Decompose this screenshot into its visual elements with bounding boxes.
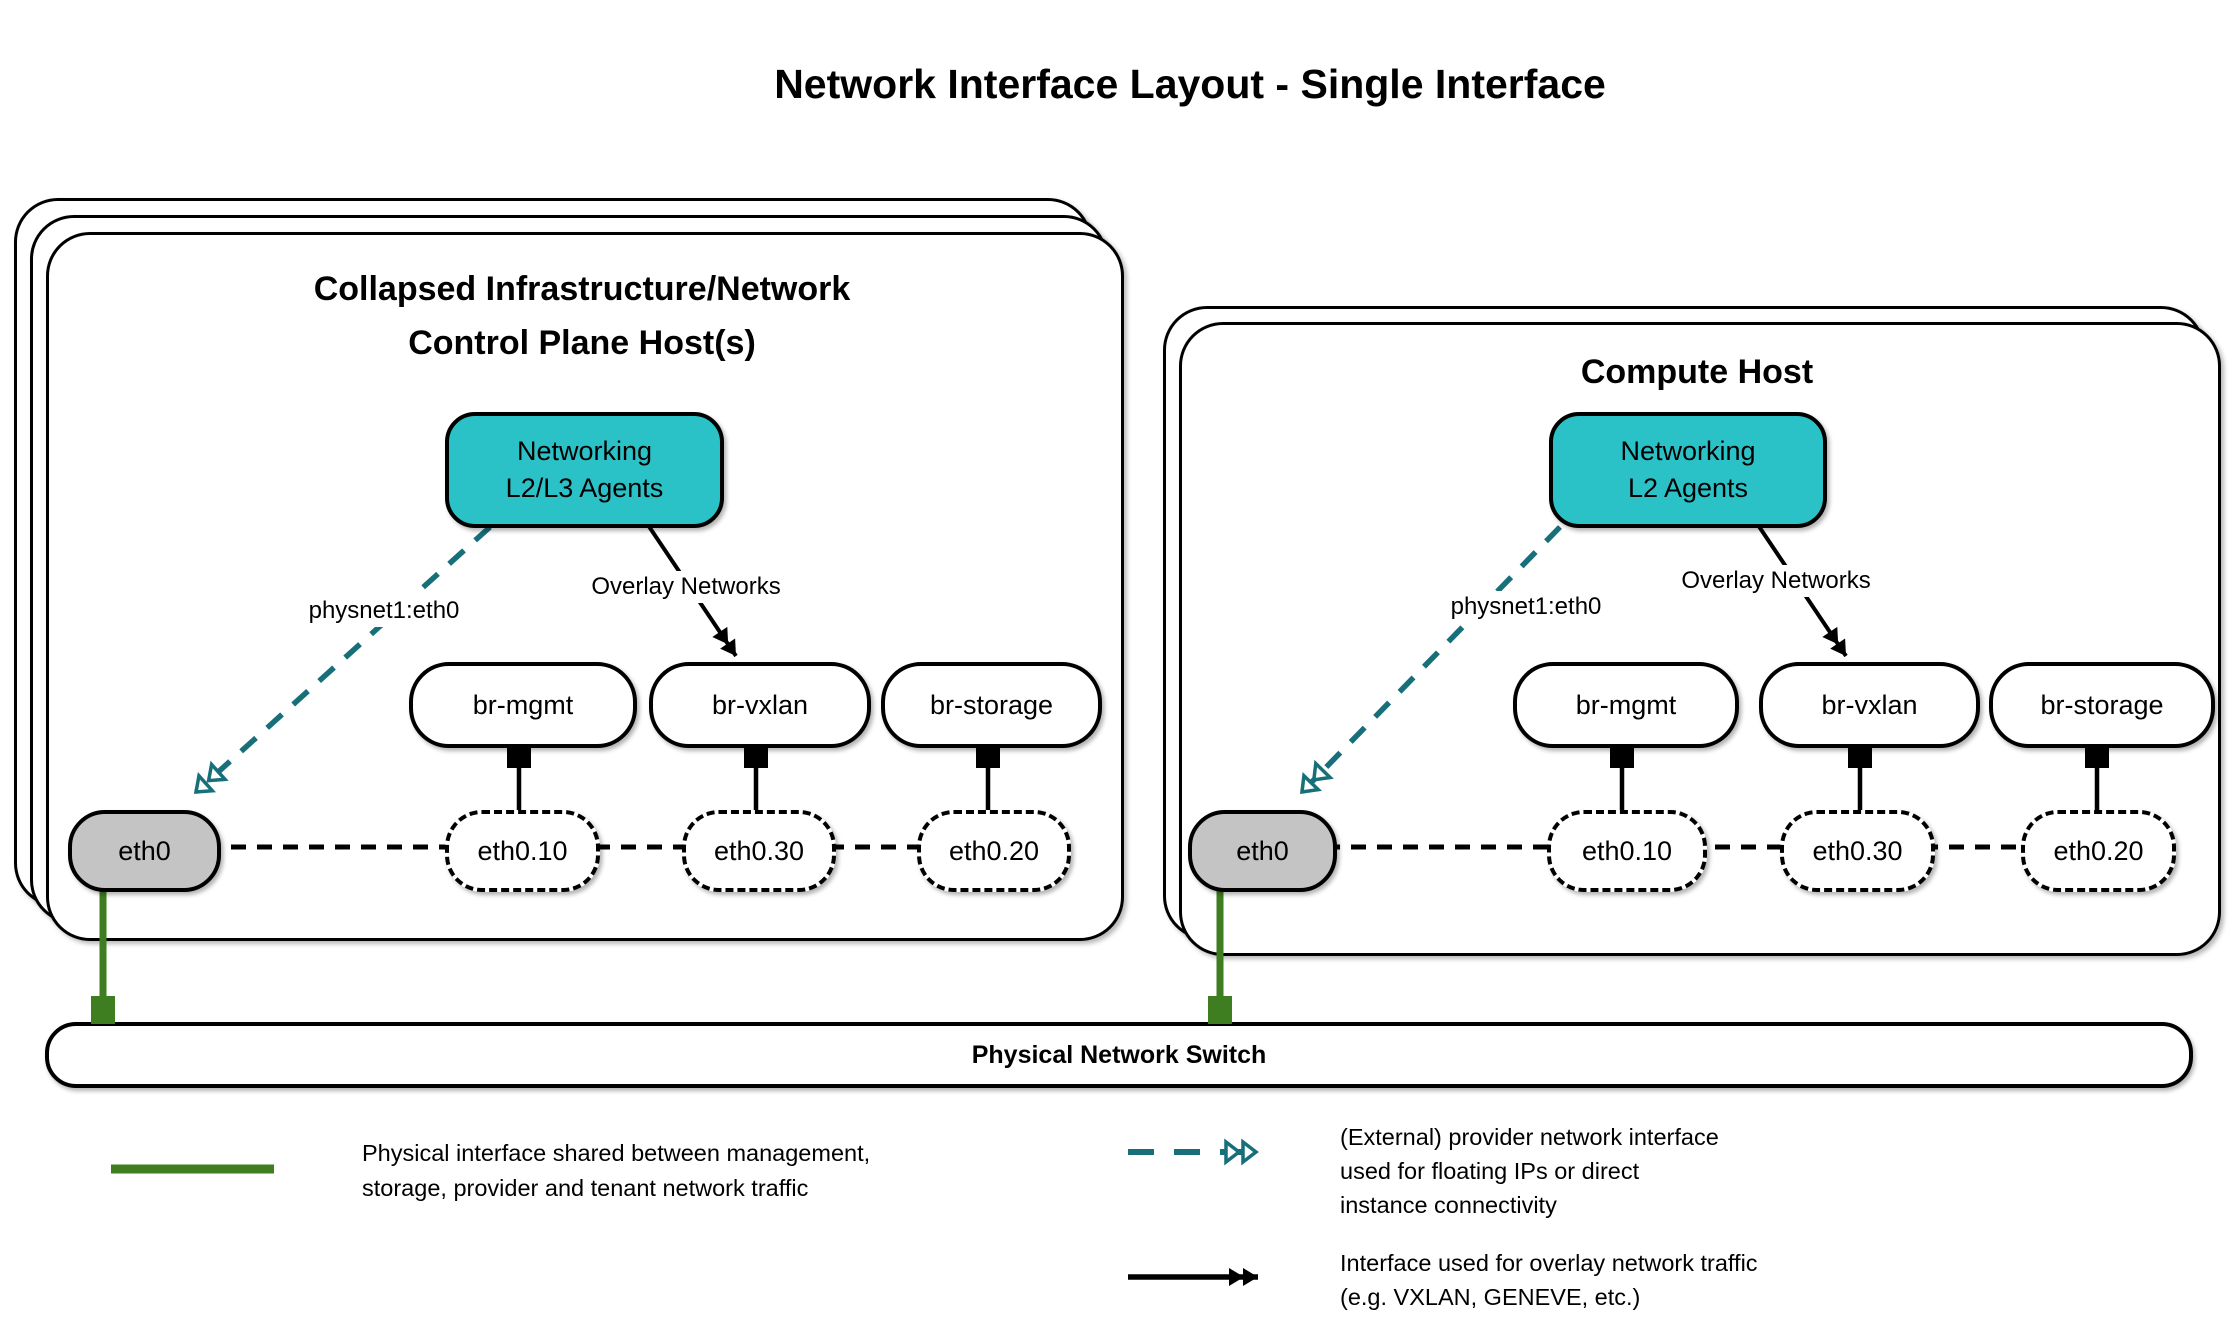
compute-interface-eth0-10: eth0.10 <box>1547 810 1707 892</box>
control-overlay-label: Overlay Networks <box>583 571 789 603</box>
legend-provider-text: (External) provider network interface us… <box>1340 1120 1719 1222</box>
control-host-title: Collapsed Infrastructure/Network Control… <box>46 262 1118 370</box>
interface-label: eth0 <box>118 835 171 866</box>
control-networking-agents-node: Networking L2/L3 Agents <box>445 412 724 528</box>
control-interface-eth0-20: eth0.20 <box>917 810 1071 892</box>
control-agent-label-line2: L2/L3 Agents <box>505 473 664 503</box>
bridge-label: br-storage <box>929 689 1054 720</box>
compute-agent-label-line1: Networking <box>1620 436 1756 466</box>
compute-networking-agents-node: Networking L2 Agents <box>1549 412 1827 528</box>
interface-label: eth0.20 <box>948 835 1040 866</box>
compute-bridge-br-vxlan: br-vxlan <box>1759 662 1980 748</box>
control-interface-eth0-30: eth0.30 <box>682 810 836 892</box>
legend-physical-line2: storage, provider and tenant network tra… <box>362 1175 809 1201</box>
control-interface-eth0-10: eth0.10 <box>445 810 600 892</box>
compute-interface-eth0: eth0 <box>1188 810 1337 892</box>
control-provider-label: physnet1:eth0 <box>300 595 468 627</box>
interface-label: eth0.10 <box>1581 835 1673 866</box>
physical-network-switch-label: Physical Network Switch <box>971 1040 1267 1069</box>
compute-provider-label: physnet1:eth0 <box>1442 591 1610 623</box>
interface-label: eth0 <box>1236 835 1289 866</box>
control-interface-eth0: eth0 <box>68 810 221 892</box>
legend-overlay-line1: Interface used for overlay network traff… <box>1340 1250 1758 1276</box>
legend-provider-line1: (External) provider network interface <box>1340 1124 1719 1150</box>
bridge-label: br-mgmt <box>472 689 574 720</box>
control-host-title-line1: Collapsed Infrastructure/Network <box>313 270 851 308</box>
compute-bridge-br-mgmt: br-mgmt <box>1513 662 1739 748</box>
bridge-label: br-vxlan <box>711 689 809 720</box>
compute-agent-label-line2: L2 Agents <box>1627 473 1749 503</box>
diagram-title: Network Interface Layout - Single Interf… <box>774 61 1606 107</box>
control-bridge-br-mgmt: br-mgmt <box>409 662 637 748</box>
interface-label: eth0.20 <box>2053 835 2144 866</box>
interface-label: eth0.30 <box>713 835 805 866</box>
control-agent-label-line1: Networking <box>516 436 653 466</box>
control-bridge-br-vxlan: br-vxlan <box>649 662 871 748</box>
control-bridge-br-storage: br-storage <box>881 662 1102 748</box>
interface-label: eth0.30 <box>1812 835 1903 866</box>
legend-physical-line1: Physical interface shared between manage… <box>362 1140 871 1166</box>
control-host-title-line2: Control Plane Host(s) <box>408 324 756 362</box>
bridge-label: br-mgmt <box>1575 689 1677 720</box>
legend-overlay-text: Interface used for overlay network traff… <box>1340 1246 1758 1314</box>
compute-bridge-br-storage: br-storage <box>1989 662 2215 748</box>
bridge-label: br-storage <box>2040 689 2164 720</box>
legend-overlay-line2: (e.g. VXLAN, GENEVE, etc.) <box>1340 1284 1641 1310</box>
compute-host-title-line1: Compute Host <box>1580 353 1814 391</box>
compute-interface-eth0-30: eth0.30 <box>1780 810 1935 892</box>
physical-network-switch: Physical Network Switch <box>45 1022 2193 1088</box>
compute-interface-eth0-20: eth0.20 <box>2021 810 2176 892</box>
legend-provider-line3: instance connectivity <box>1340 1192 1557 1218</box>
legend-provider-line2: used for floating IPs or direct <box>1340 1158 1640 1184</box>
bridge-label: br-vxlan <box>1821 689 1918 720</box>
interface-label: eth0.10 <box>477 835 568 866</box>
legend-physical-text: Physical interface shared between manage… <box>362 1136 870 1206</box>
compute-host-title: Compute Host <box>1179 352 2215 392</box>
compute-overlay-label: Overlay Networks <box>1673 565 1879 597</box>
